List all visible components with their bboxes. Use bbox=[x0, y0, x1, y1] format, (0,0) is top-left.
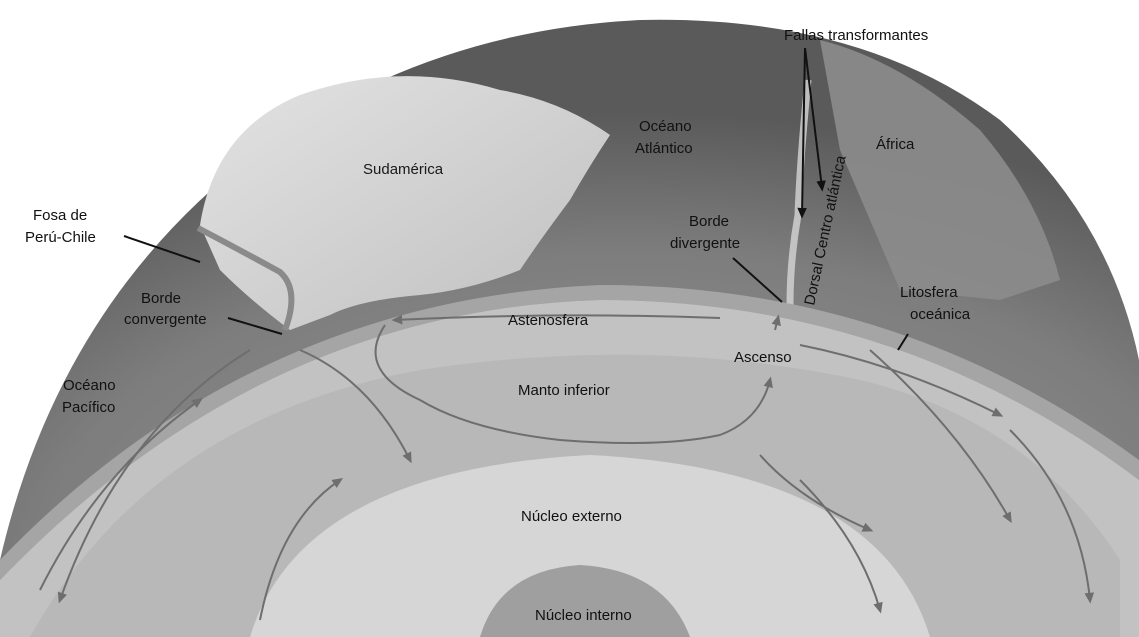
label-litosfera-1: Litosfera bbox=[900, 284, 958, 301]
label-oceano-atlantico-1: Océano bbox=[639, 118, 692, 135]
label-oceano-atlantico-2: Atlántico bbox=[635, 140, 693, 157]
label-oceano-pacifico-2: Pacífico bbox=[62, 399, 115, 416]
label-borde-divergente-2: divergente bbox=[670, 235, 740, 252]
label-fosa-1: Fosa de bbox=[33, 207, 87, 224]
label-oceano-pacifico-1: Océano bbox=[63, 377, 116, 394]
label-ascenso: Ascenso bbox=[734, 349, 792, 366]
label-fosa-2: Perú-Chile bbox=[25, 229, 96, 246]
label-nucleo-externo: Núcleo externo bbox=[521, 508, 622, 525]
label-sudamerica: Sudamérica bbox=[363, 161, 444, 178]
label-astenosfera: Astenosfera bbox=[508, 312, 589, 329]
label-borde-convergente-1: Borde bbox=[141, 290, 181, 307]
label-africa: África bbox=[876, 136, 915, 153]
label-nucleo-interno: Núcleo interno bbox=[535, 607, 632, 624]
label-borde-convergente-2: convergente bbox=[124, 311, 207, 328]
label-manto-inferior: Manto inferior bbox=[518, 382, 610, 399]
label-fallas-transformantes: Fallas transformantes bbox=[784, 27, 928, 44]
label-litosfera-2: oceánica bbox=[910, 306, 971, 323]
label-borde-divergente-1: Borde bbox=[689, 213, 729, 230]
